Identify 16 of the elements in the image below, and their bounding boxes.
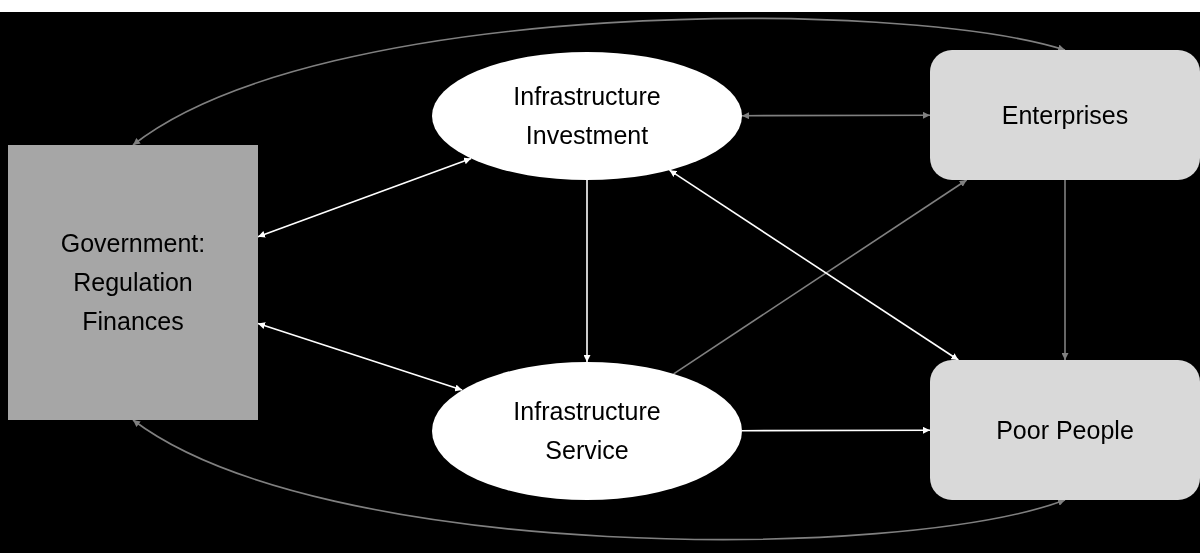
arrow: [257, 322, 463, 392]
arrow: [583, 179, 591, 363]
arrow: [741, 426, 931, 434]
node-label: Government: Regulation Finances: [59, 228, 207, 337]
arrow: [1061, 179, 1069, 361]
node-label: Infrastructure Service: [512, 396, 662, 466]
arrow: [741, 111, 931, 120]
process-box: [8, 145, 258, 420]
node-label: Poor People: [995, 414, 1135, 446]
curved-arrow: [132, 419, 1066, 541]
node-label: Enterprises: [1000, 99, 1130, 131]
process-box: [930, 50, 1200, 180]
node-label: Infrastructure Investment: [512, 81, 662, 151]
curved-arrow: [132, 18, 1066, 146]
process-box: [930, 360, 1200, 500]
arrow: [257, 157, 472, 238]
